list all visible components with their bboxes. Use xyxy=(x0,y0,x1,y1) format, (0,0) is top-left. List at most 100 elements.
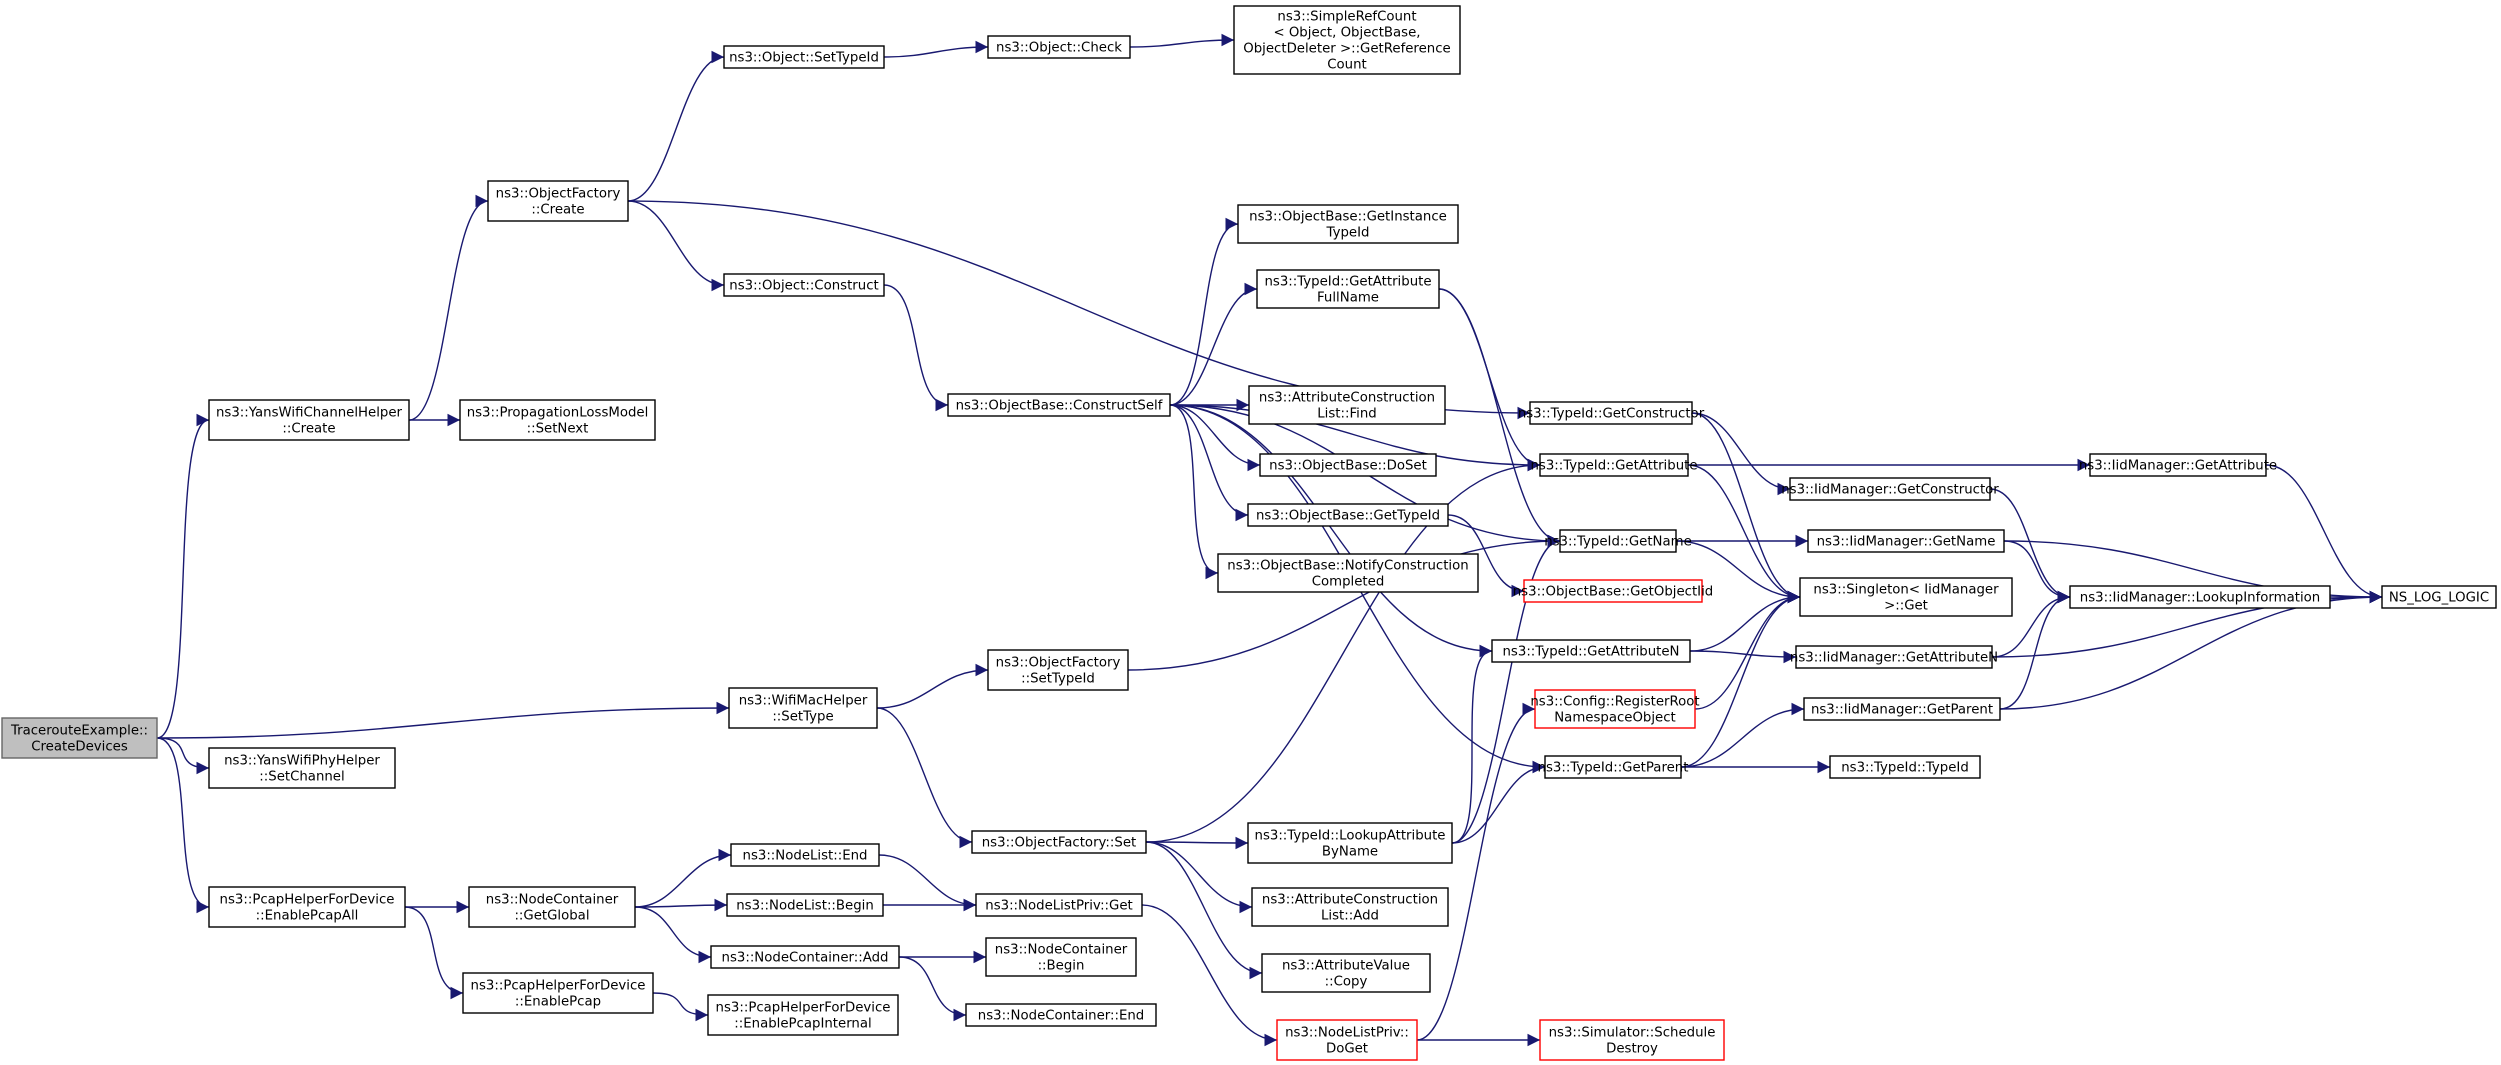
graph-node[interactable]: ns3::NodeListPriv::Get xyxy=(975,893,1143,917)
graph-edge xyxy=(1691,412,1791,496)
node-box xyxy=(971,830,1147,854)
edge-arrow xyxy=(156,413,210,739)
graph-node[interactable]: ns3::PropagationLossModel::SetNext xyxy=(459,399,656,441)
node-label: CreateDevices xyxy=(31,740,128,755)
node-label: ns3::IidManager::GetName xyxy=(1817,535,1996,550)
graph-node[interactable]: ns3::Object::Check xyxy=(987,35,1131,59)
node-label: ns3::TypeId::TypeId xyxy=(1841,761,1969,776)
node-label: ns3::AttributeConstruction xyxy=(1262,893,1438,908)
graph-node[interactable]: ns3::ObjectBase::DoSet xyxy=(1259,453,1437,477)
graph-node[interactable]: ns3::Singleton< IidManager>::Get xyxy=(1799,577,2013,617)
graph-node[interactable]: ns3::NodeList::End xyxy=(730,843,880,867)
node-label: ns3::ObjectBase::NotifyConstruction xyxy=(1227,559,1468,574)
node-label: ::SetChannel xyxy=(259,770,344,785)
graph-node[interactable]: ns3::IidManager::LookupInformation xyxy=(2069,585,2331,609)
graph-node[interactable]: ns3::ObjectBase::GetTypeId xyxy=(1247,503,1449,527)
node-box xyxy=(208,399,410,441)
graph-edge xyxy=(1687,464,1801,604)
edge-arrow xyxy=(1691,412,1801,604)
edge-arrow xyxy=(1169,404,1219,580)
graph-node[interactable]: ns3::ObjectBase::GetObjectIid xyxy=(1513,579,1713,603)
edge-arrow xyxy=(1694,590,1801,710)
graph-edge xyxy=(1689,650,1797,664)
graph-node[interactable]: ns3::ObjectFactory::Set xyxy=(971,830,1147,854)
node-label: >::Get xyxy=(1884,599,1928,614)
node-box xyxy=(1795,645,1993,669)
graph-node[interactable]: ns3::IidManager::GetName xyxy=(1807,529,2005,553)
edge-arrow xyxy=(1145,458,1541,843)
node-label: ByName xyxy=(1322,845,1378,860)
edge-arrow xyxy=(1169,404,1541,472)
node-box xyxy=(2069,585,2331,609)
graph-node[interactable]: ns3::NodeListPriv::DoGet xyxy=(1276,1019,1418,1061)
edge-arrow xyxy=(156,737,210,775)
graph-node[interactable]: ns3::WifiMacHelper::SetType xyxy=(728,687,878,729)
edge-arrow xyxy=(634,848,732,908)
edge-arrow xyxy=(652,992,709,1022)
node-label: < Object, ObjectBase, xyxy=(1273,26,1420,41)
graph-node[interactable]: ns3::NodeContainer::GetGlobal xyxy=(468,886,636,928)
node-box xyxy=(1491,639,1691,663)
graph-node[interactable]: ns3::TypeId::GetName xyxy=(1544,529,1692,553)
graph-edge xyxy=(634,898,728,912)
graph-node[interactable]: ns3::TypeId::TypeId xyxy=(1829,755,1981,779)
edge-arrow xyxy=(1687,464,1801,604)
node-label: ::Begin xyxy=(1038,959,1085,974)
graph-node[interactable]: ns3::PcapHelperForDevice::EnablePcapAll xyxy=(208,886,406,928)
graph-node[interactable]: ns3::IidManager::GetParent xyxy=(1803,697,2001,721)
node-box xyxy=(208,886,406,928)
graph-node[interactable]: ns3::ObjectFactory::Create xyxy=(487,180,629,222)
graph-node[interactable]: ns3::PcapHelperForDevice::EnablePcapInte… xyxy=(707,994,899,1036)
node-label: ns3::Object::Construct xyxy=(729,279,878,294)
node-label: ::Create xyxy=(531,203,584,218)
node-label: ns3::ObjectBase::DoSet xyxy=(1269,459,1427,474)
graph-node[interactable]: ns3::TypeId::GetAttributeN xyxy=(1491,639,1691,663)
graph-node[interactable]: ns3::Object::SetTypeId xyxy=(723,45,885,69)
graph-node[interactable]: ns3::TypeId::GetParent xyxy=(1538,755,1689,779)
node-label: Completed xyxy=(1312,575,1385,590)
node-box xyxy=(726,893,884,917)
node-label: ns3::YansWifiChannelHelper xyxy=(216,406,403,421)
graph-node[interactable]: ns3::TypeId::GetConstructor xyxy=(1518,401,1705,425)
graph-node[interactable]: ns3::SimpleRefCount< Object, ObjectBase,… xyxy=(1233,5,1461,75)
node-label: ns3::TypeId::GetAttribute xyxy=(1264,275,1431,290)
node-label: ::EnablePcap xyxy=(515,995,601,1010)
node-box xyxy=(1261,953,1431,993)
node-label: ns3::IidManager::GetConstructor xyxy=(1781,483,1999,498)
graph-edge xyxy=(1675,540,1801,604)
graph-node[interactable]: ns3::PcapHelperForDevice::EnablePcap xyxy=(462,972,654,1014)
graph-node[interactable]: ns3::Object::Construct xyxy=(723,273,885,297)
graph-node[interactable]: ns3::NodeContainer::Add xyxy=(710,945,900,969)
graph-node[interactable]: ns3::ObjectBase::NotifyConstructionCompl… xyxy=(1217,553,1479,593)
graph-node[interactable]: ns3::NodeList::Begin xyxy=(726,893,884,917)
node-box xyxy=(987,35,1131,59)
graph-node[interactable]: ns3::ObjectBase::ConstructSelf xyxy=(947,393,1171,417)
graph-node[interactable]: ns3::AttributeValue::Copy xyxy=(1261,953,1431,993)
graph-node[interactable]: ns3::IidManager::GetConstructor xyxy=(1781,477,1999,501)
graph-node[interactable]: ns3::YansWifiPhyHelper::SetChannel xyxy=(208,747,396,789)
node-box xyxy=(1248,385,1446,425)
edge-arrow xyxy=(1999,590,2071,710)
graph-node[interactable]: ns3::IidManager::GetAttribute xyxy=(2079,453,2277,477)
node-label: ns3::PcapHelperForDevice xyxy=(716,1001,891,1016)
graph-node[interactable]: ns3::TypeId::GetAttribute xyxy=(1530,453,1698,477)
graph-node[interactable]: ns3::ObjectFactory::SetTypeId xyxy=(987,649,1129,691)
graph-node[interactable]: ns3::NodeContainer::End xyxy=(965,1003,1157,1027)
graph-node[interactable]: ns3::NodeContainer::Begin xyxy=(985,937,1137,977)
graph-node[interactable]: ns3::YansWifiChannelHelper::Create xyxy=(208,399,410,441)
graph-edge xyxy=(1451,644,1493,844)
node-box xyxy=(1799,577,2013,617)
node-box xyxy=(710,945,900,969)
graph-node[interactable]: NS_LOG_LOGIC xyxy=(2381,585,2497,609)
graph-node[interactable]: ns3::IidManager::GetAttributeN xyxy=(1790,645,1998,669)
node-box xyxy=(723,273,885,297)
node-label: ns3::NodeListPriv::Get xyxy=(985,899,1132,914)
edge-arrow xyxy=(1451,760,1546,844)
